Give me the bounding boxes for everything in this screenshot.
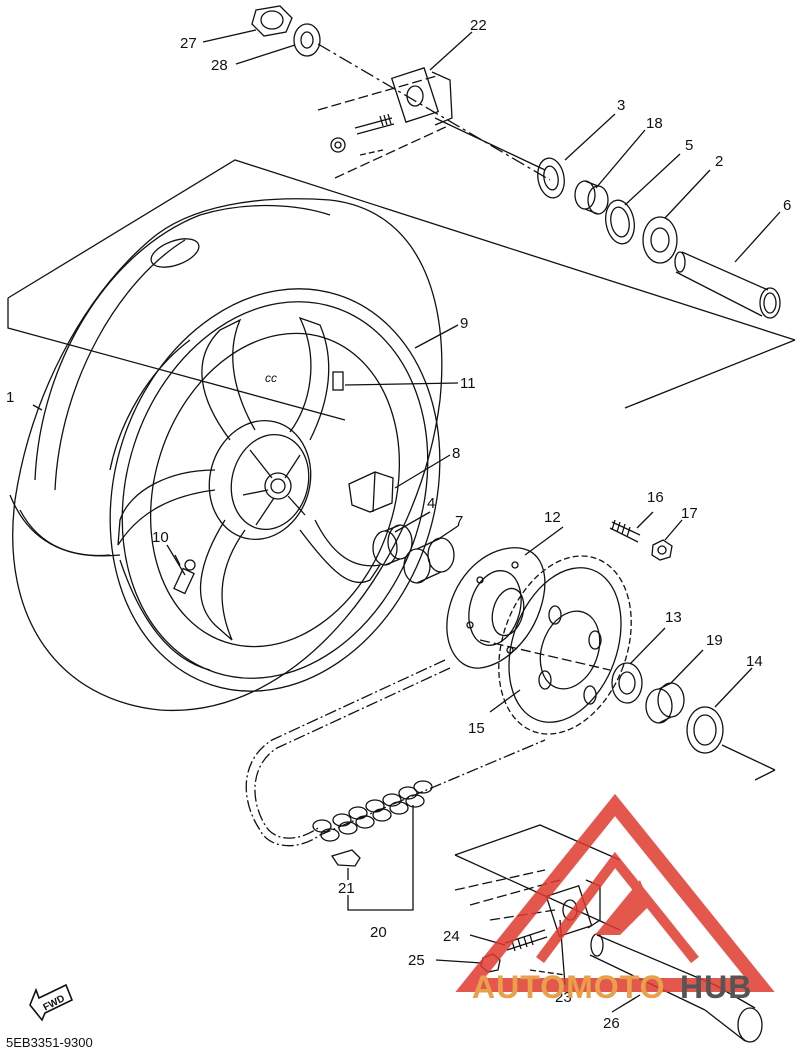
stud-and-nut [609, 511, 683, 561]
drawing-code: 5EB3351-9300 [6, 1035, 93, 1050]
label-20: 20 [370, 924, 387, 941]
label-24: 24 [443, 928, 460, 945]
wheel-plane-outline [7, 159, 796, 421]
rear-sprocket [479, 555, 632, 735]
rear-wheel [9, 198, 443, 712]
label-10: 10 [152, 529, 169, 546]
label-23: 23 [555, 989, 572, 1006]
watermark-logo [455, 793, 775, 992]
right-bearings [611, 627, 776, 781]
label-26: 26 [603, 1015, 620, 1032]
label-14: 14 [746, 653, 763, 670]
label-5: 5 [685, 137, 693, 154]
label-1: 1 [6, 389, 14, 406]
watermark-text: AUTOMOTO HUB [472, 969, 752, 1005]
fwd-arrow [29, 983, 74, 1022]
fwd-label: FWD [41, 993, 66, 1013]
label-4: 4 [427, 495, 435, 512]
label-21: 21 [338, 880, 355, 897]
label-3: 3 [617, 97, 625, 114]
label-13: 13 [665, 609, 682, 626]
label-12: 12 [544, 509, 561, 526]
part-labels: 27 28 22 3 18 5 2 6 9 1 11 8 4 7 12 16 1… [6, 17, 791, 1050]
hub-parts [174, 454, 459, 584]
label-11: 11 [460, 375, 476, 392]
watermark-text-left: AUTOMOTO [472, 969, 665, 1005]
label-28: 28 [211, 57, 228, 74]
bearing-stack [434, 117, 781, 319]
sprocket-holder [446, 526, 564, 669]
label-27: 27 [180, 35, 197, 52]
watermark-text-right: HUB [680, 969, 752, 1005]
label-7: 7 [455, 513, 463, 530]
label-16: 16 [647, 489, 664, 506]
label-22: 22 [470, 17, 487, 34]
label-18: 18 [646, 115, 663, 132]
label-8: 8 [452, 445, 460, 462]
label-19: 19 [706, 632, 723, 649]
label-17: 17 [681, 505, 698, 522]
label-15: 15 [468, 720, 485, 737]
chain-adjuster-left [317, 43, 551, 181]
label-6: 6 [783, 197, 791, 214]
label-2: 2 [715, 153, 723, 170]
callout-leaders-top [32, 31, 781, 411]
drive-chain [245, 659, 546, 911]
axle-nut-and-washer [202, 5, 321, 65]
label-9: 9 [460, 315, 468, 332]
label-25: 25 [408, 952, 425, 969]
hub-marking: cc [265, 371, 277, 385]
